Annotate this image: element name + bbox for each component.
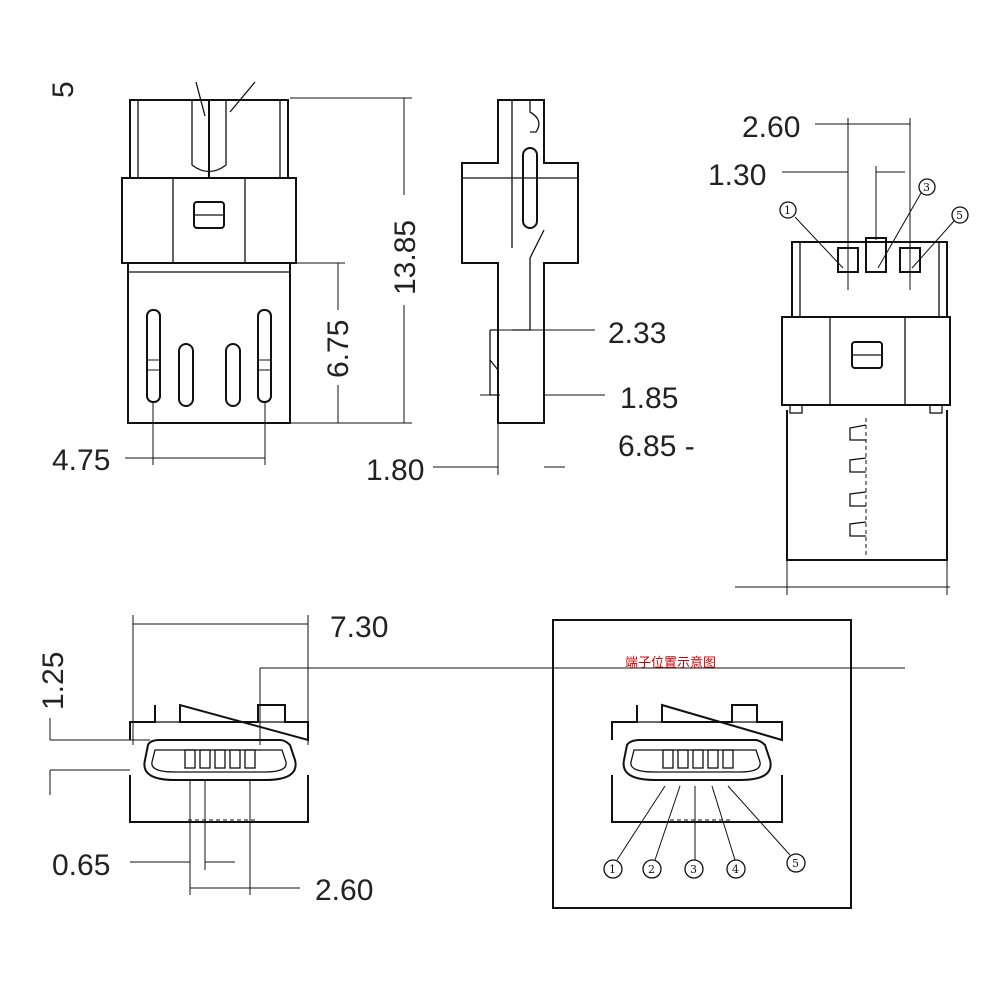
pin-position-diagram: 端子位置示意图 1 2 3 4 [552, 619, 852, 909]
callout-pin-5: 5 [956, 209, 963, 222]
dim-side-a: 2.33 [608, 317, 666, 350]
front-view: 7.30 1.25 0.65 2.60 [37, 611, 905, 907]
dim-face-height: 1.25 [37, 652, 70, 710]
dim-side-d: 6.85 - [618, 430, 695, 463]
pin-label-1: 1 [603, 859, 623, 879]
side-view: 2.33 1.85 1.80 6.85 - [366, 99, 695, 487]
callout-pin-3: 3 [923, 181, 930, 194]
svg-text:1: 1 [609, 863, 616, 876]
dim-pitch: 1.30 [708, 159, 766, 192]
callout-pin-1: 1 [784, 204, 791, 217]
dim-plug-length: 6.75 [322, 320, 355, 378]
dim-pin-group: 2.60 [315, 874, 373, 907]
cut-mark-label: 5 [47, 81, 80, 98]
svg-text:5: 5 [792, 857, 799, 870]
dim-pin-span: 4.75 [52, 444, 110, 477]
svg-text:3: 3 [690, 863, 697, 876]
dim-face-width: 7.30 [330, 611, 388, 644]
dim-side-b: 1.85 [620, 382, 678, 415]
pin-label-2: 2 [642, 859, 662, 879]
pin-diagram-caption: 端子位置示意图 [625, 655, 716, 671]
svg-text:2: 2 [648, 863, 655, 876]
dim-pin-width: 0.65 [52, 849, 110, 882]
pin-label-5: 5 [786, 853, 806, 873]
dim-side-c: 1.80 [366, 454, 424, 487]
top-view: 5 13.85 6.75 [47, 81, 422, 477]
svg-text:4: 4 [732, 863, 739, 876]
dim-overall-length: 13.85 [389, 220, 422, 295]
pin-label-4: 4 [726, 859, 746, 879]
dim-pitch-x2: 2.60 [742, 111, 800, 144]
right-view: 2.60 1.30 1 3 5 [708, 111, 969, 595]
pin-label-3: 3 [684, 859, 704, 879]
